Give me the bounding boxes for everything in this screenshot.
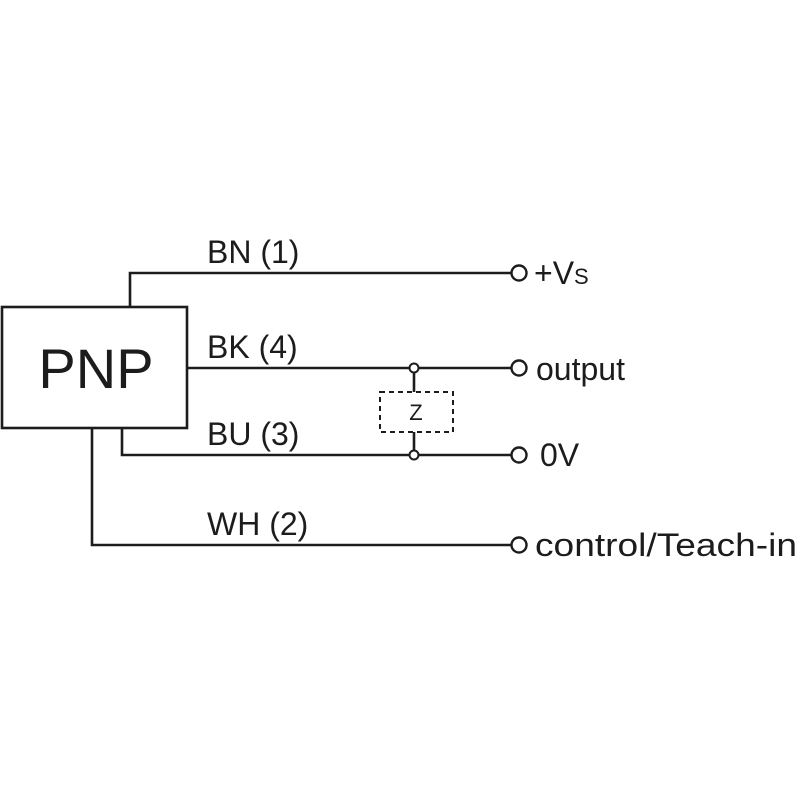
wire-label-wh: WH (2) [207,506,308,542]
terminal-output [510,359,528,377]
wire-bn [128,271,511,307]
wire-bu [120,428,511,457]
wire-wh [90,428,511,547]
terminal-0v [510,446,528,464]
terminal-vs [510,264,528,282]
load-label: Z [409,400,422,425]
terminal-label-output: output [536,351,625,387]
device-label: PNP [38,337,153,400]
wire-label-bu: BU (3) [207,416,299,452]
pnp-device-box [0,305,189,430]
wire-label-bk: BK (4) [207,329,298,365]
terminal-control [510,536,528,554]
terminal-label-0v: 0V [540,437,580,473]
terminal-label-vs-subscript: S [574,264,589,289]
load-box [379,391,454,433]
junction-node-output [408,362,420,374]
junction-node-0v [408,449,420,461]
terminal-label-vs: +VS [534,255,589,291]
wire-label-bn: BN (1) [207,234,299,270]
terminal-label-control: control/Teach-in [535,527,797,563]
